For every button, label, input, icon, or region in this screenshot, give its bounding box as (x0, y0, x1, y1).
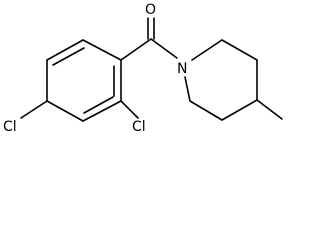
bond-ring-inner-top (52, 47, 85, 66)
atom-chlorine-left: Cl (3, 119, 17, 135)
bond-ring-5 (82, 100, 122, 122)
bond-c5-to-c6 (189, 100, 223, 121)
bond-ring-inner-bottom (83, 96, 114, 114)
structure-diagram: O N Cl Cl (3, 2, 283, 135)
bond-methyl (256, 99, 283, 120)
bond-ring-to-cl-right (120, 100, 139, 119)
bond-ring-1 (82, 39, 122, 61)
bond-ring-to-cl-left (20, 100, 48, 119)
bond-ring-2 (46, 39, 84, 61)
bond-n-to-c2 (191, 39, 223, 61)
bond-ring-4 (46, 100, 84, 122)
atom-oxygen: O (145, 2, 156, 18)
bond-c6-to-n (184, 76, 191, 102)
atom-chlorine-right: Cl (132, 119, 146, 135)
atom-nitrogen: N (177, 61, 187, 77)
bond-c4-to-c5 (221, 99, 258, 121)
bond-carbonyl-to-ring (120, 38, 152, 61)
bond-carbonyl-to-n (150, 38, 178, 59)
bond-c2-to-c3 (221, 39, 258, 61)
